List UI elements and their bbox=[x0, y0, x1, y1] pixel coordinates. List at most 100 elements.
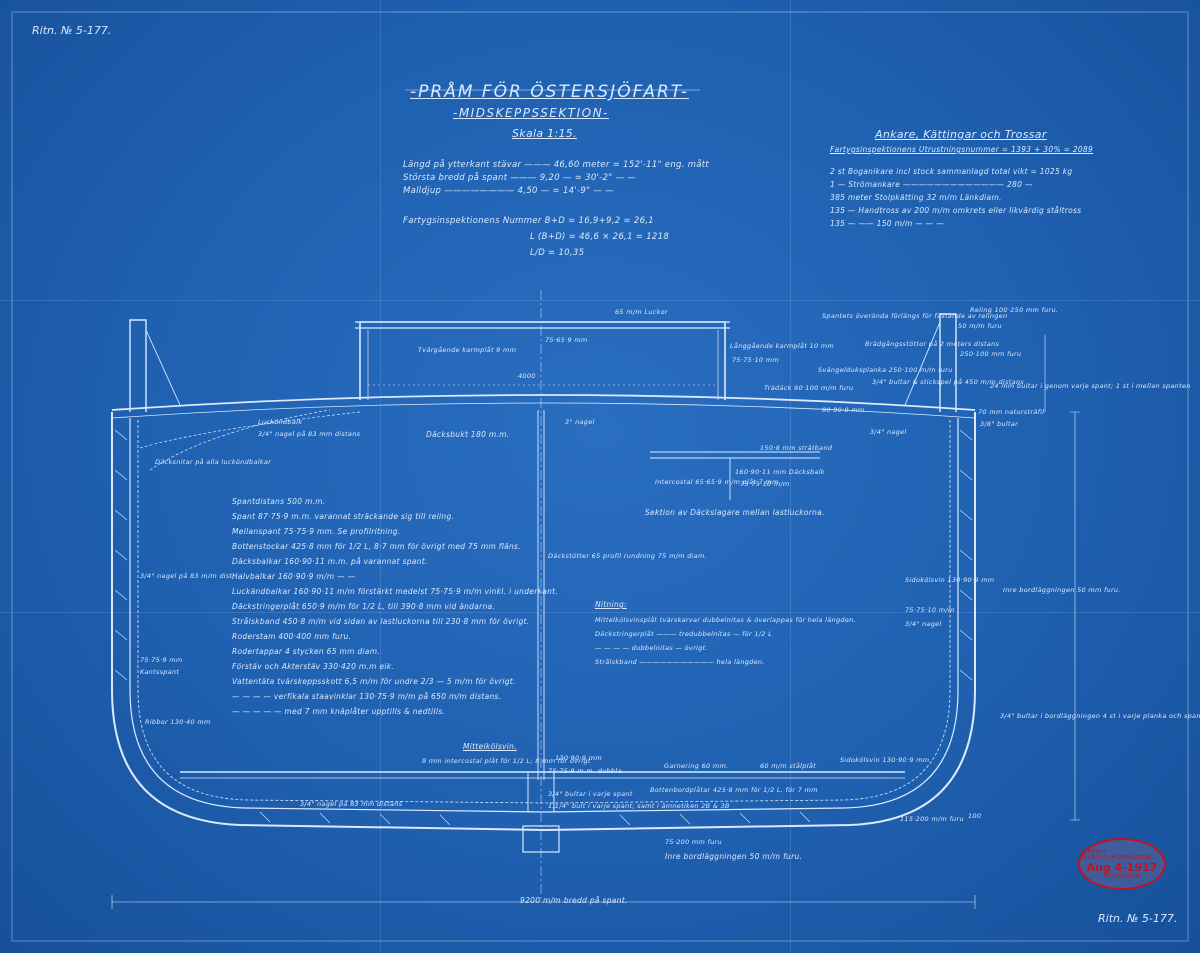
deck-bolts-label: Däcksnitar på alla lucköndbalkar bbox=[155, 458, 272, 466]
spec-line: Vattentäta tvärskeppsskott 6,5 m/m för u… bbox=[232, 677, 516, 686]
bilge-bolts-label: 3/4" bultar i bordläggningen 4 st i varj… bbox=[1000, 712, 1200, 720]
stamp-top: SVENSKA TEKNOLOGFÖRENINGENS bbox=[1080, 848, 1154, 861]
keelson-heading: Mittelkölsvin. bbox=[463, 742, 517, 751]
outer-plank-label: 75·200 mm furu bbox=[665, 838, 722, 846]
anchor-item: 2 st Boganikare incl stock sammanlagd to… bbox=[830, 167, 1073, 176]
strongback-label: Svängelduksplanka 250·100 m/m furu bbox=[818, 366, 953, 374]
waterway-label: Trädäck 90·100 m/m furu bbox=[764, 384, 854, 392]
anchor-item: 385 meter Stolpkätting 32 m/m Länkdiam. bbox=[830, 193, 1002, 202]
drawing-number-bottom: Ritn. № 5-177. bbox=[1098, 912, 1178, 925]
plank-bottom-label: 60 m/m stålplåt bbox=[760, 762, 816, 770]
fold-line bbox=[0, 300, 1200, 301]
fold-line bbox=[380, 0, 381, 953]
deck-camber-label: Däcksbukt 180 m.m. bbox=[426, 430, 510, 439]
side-margin-label: 75·75·9 mm bbox=[140, 656, 183, 664]
fold-line bbox=[0, 612, 1200, 613]
spec-line: Spant 87·75·9 m.m. varannat sträckande s… bbox=[232, 512, 455, 521]
inspection-number: Fartygsinspektionens Nummer B+D = 16,9+9… bbox=[403, 216, 655, 226]
side-keelson-label: Sidokölsvin 130·90·9 mm bbox=[840, 756, 930, 764]
drawing-scale: Skala 1:15. bbox=[512, 127, 577, 140]
side-margin-label: Kantsspant bbox=[140, 668, 180, 676]
center-stanchion bbox=[537, 410, 545, 780]
spec-line: Däcksbalkar 160·90·11 m.m. på varannat s… bbox=[232, 557, 428, 566]
keel-bolts-label: 3/4" bultar i varje spant bbox=[548, 790, 633, 798]
anchor-item: 1 — Strömankare ————————————— 280 — bbox=[830, 180, 1033, 189]
section-note: Sektion av Däckslagare mellan lastluckor… bbox=[645, 508, 825, 517]
deck-stringer-label: 150·8 mm strätband bbox=[760, 444, 833, 452]
pillar-label: Lucköndbalk bbox=[258, 418, 303, 426]
ceiling-label: Inre bordläggningen 50 m/m furu. bbox=[665, 852, 803, 861]
spec-line: Rodertappar 4 stycken 65 mm diam. bbox=[232, 647, 380, 656]
deck-angle-label: 160·90·11 mm Däcksbalk bbox=[735, 468, 825, 476]
kant-nagel-label: 3/4" nagel bbox=[870, 428, 907, 436]
ceiling-right-label: Inre bordläggningen 50 mm furu. bbox=[1003, 586, 1121, 594]
stamp-date: Aug 4-1917 bbox=[1086, 860, 1158, 874]
planks-label: 70 mm natursträfil bbox=[978, 408, 1045, 416]
dim-100: 100 bbox=[968, 812, 982, 820]
keel-note-label: 1,1/4" bult i varje spant; samt i ämneti… bbox=[548, 802, 730, 810]
long-angle-label: 75·75·10 mm bbox=[732, 356, 779, 364]
coaming-angle-label: 75·65·9 mm bbox=[545, 336, 588, 344]
beam-width-label: 9200 m/m bredd på spant. bbox=[520, 896, 628, 905]
keelson-angle: 75·75·9 m.m. dubbla. bbox=[548, 767, 625, 775]
drawing-subtitle: -MIDSKEPPSSEKTION- bbox=[453, 106, 609, 120]
strake-right-label: 115·200 m/m furu bbox=[900, 815, 964, 823]
rib-label: Ribbor 130·40 mm bbox=[145, 718, 211, 726]
dimension-line: Malldjup ———————— 4,50 — = 14'-9" — — bbox=[403, 186, 614, 196]
stanchion-label: Däckstötter 65 profil rundning 75 m/m di… bbox=[548, 552, 707, 560]
intercostal-label: Intercostal 65·65·9 m/m plåt 7 mm bbox=[655, 478, 779, 486]
bulwark-left bbox=[129, 319, 147, 412]
hatch-coaming bbox=[359, 321, 726, 400]
spec-line: Halvbalkar 160·90·9 m/m — — bbox=[232, 572, 356, 581]
note-line: Strålskband ——————————— hela längden. bbox=[595, 658, 765, 666]
spec-line: Bottenstockar 425·8 mm för 1/2 L, 8·7 mm… bbox=[232, 542, 521, 551]
spec-line: Roderstam 400·400 mm furu. bbox=[232, 632, 352, 641]
waterway2-label: 90·90·9 mm bbox=[822, 406, 865, 414]
bulwark-rail-label: Brädgångsstöttor på 2 meters distans bbox=[865, 340, 1000, 348]
registration-stamp: SVENSKA TEKNOLOGFÖRENINGENS Aug 4-1917 S… bbox=[1078, 838, 1166, 890]
inspection-number: L (B+D) = 46,6 × 26,1 = 1218 bbox=[530, 232, 670, 242]
height-label: 4000 bbox=[518, 372, 536, 380]
anchor-item: 135 — —— 150 m/m — — — bbox=[830, 219, 945, 228]
dimension-line: Längd på ytterkant stävar ——— 46,60 mete… bbox=[403, 160, 710, 170]
nagel-label: 3" nagel bbox=[565, 418, 595, 426]
bulwark-right bbox=[939, 313, 957, 412]
frame-ref-label: 75·75·10 m/m bbox=[740, 480, 790, 488]
inspection-number: L/D = 10,35 bbox=[530, 248, 585, 258]
riveting-label: 3/4" nagel på 83 mm distans bbox=[258, 430, 361, 438]
hatch-label: 65 m/m Luckor bbox=[615, 308, 668, 316]
coaming-label: Tvärgående karmplåt 9 mm bbox=[418, 346, 517, 354]
deck-line bbox=[111, 394, 976, 411]
spiking-label: 3/4" bultar & stickspel på 450 m/m dista… bbox=[872, 378, 1024, 386]
spec-line: Förstäv och Akterstäv 330·420 m.m eik. bbox=[232, 662, 395, 671]
bottom-plate-label: Bottenbordplåtar 425·8 mm för 1/2 L, för… bbox=[650, 786, 818, 794]
note-line: — — — — dubbelnitas — övrigt. bbox=[595, 644, 708, 652]
notes-heading: Nitning: bbox=[595, 600, 627, 609]
long-coaming-label: Långgående karmplåt 10 mm bbox=[730, 342, 835, 350]
anchors-subheading: Fartygsinspektionens Utrustningsnummer =… bbox=[830, 145, 1094, 154]
spec-line: Strålskband 450·8 m/m vid sidan av lastl… bbox=[232, 617, 530, 626]
spec-line: — — — — — med 7 mm knäplåter upptills & … bbox=[232, 707, 446, 716]
fender-label: 250·100 mm furu bbox=[960, 350, 1022, 358]
note-line: Däckstringerplåt ——— tredubbelnitas — fö… bbox=[595, 630, 773, 638]
drawing-number-top: Ritn. № 5-177. bbox=[32, 24, 112, 37]
spec-line: Mellanspant 75·75·9 mm. Se profilritning… bbox=[232, 527, 401, 536]
bottom-riveting-label: 3/4" nagel på 83 mm distans bbox=[300, 800, 403, 808]
garnering-label: Garnering 60 mm. bbox=[664, 762, 729, 770]
keelson-note: 9 mm intercostal plåt för 1/2 L; 8 mm fö… bbox=[422, 757, 591, 765]
reling-furu-label: 50 m/m furu bbox=[958, 322, 1002, 330]
keelson-angle2: 130·90·9 mm bbox=[555, 754, 602, 762]
spec-line: Däckstringerplåt 650·9 m/m för 1/2 L, ti… bbox=[232, 602, 496, 611]
bolts-side-label: 3/8" bultar bbox=[980, 420, 1019, 428]
through-bolts-label: 24 mm bultar i genom varje spant; 1 st i… bbox=[990, 382, 1191, 390]
dimension-line: Största bredd på spant ——— 9,20 — = 30'-… bbox=[403, 173, 637, 183]
note-line: Mittelkölsvinsplåt tvärskarvar dubbelnit… bbox=[595, 616, 856, 624]
fold-line bbox=[790, 0, 791, 953]
anchors-heading: Ankare, Kättingar och Trossar bbox=[875, 128, 1047, 141]
stamp-bottom: STOCKHOLM bbox=[1103, 873, 1141, 880]
spec-line: — — — — verfikala staavinklar 130·75·9 m… bbox=[232, 692, 502, 701]
side-keelson-right: Sidokölsvin 130·90·9 mm bbox=[905, 576, 995, 584]
nagel-right-label: 3/4" nagel bbox=[905, 620, 942, 628]
